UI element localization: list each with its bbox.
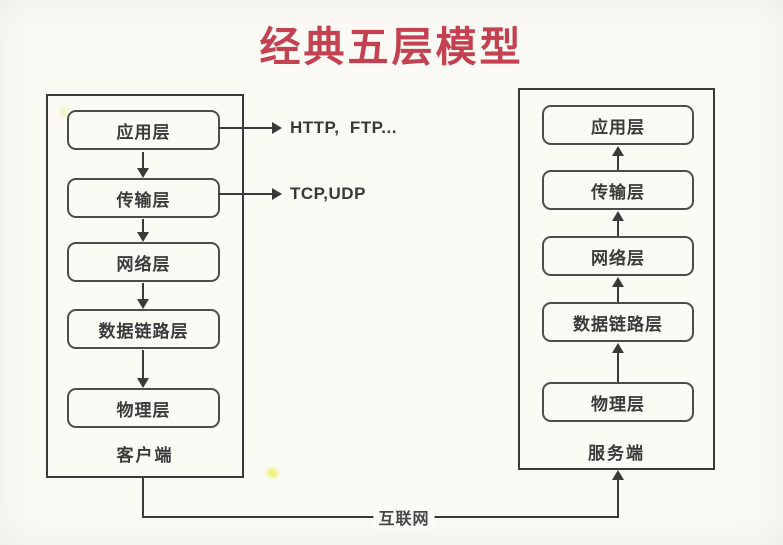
client-layer-application: 应用层 [67, 110, 220, 150]
server-layer-datalink: 数据链路层 [542, 302, 694, 342]
server-layer-application: 应用层 [542, 105, 694, 145]
client-layer-transport: 传输层 [67, 178, 220, 218]
down-arrow-icon [137, 283, 149, 309]
internet-label: 互联网 [373, 505, 435, 529]
client-layer-datalink: 数据链路层 [67, 309, 220, 349]
server-panel-label: 服务端 [588, 444, 645, 463]
client-layer-network: 网络层 [67, 242, 220, 282]
down-arrow-icon [137, 219, 149, 242]
internet-connector-left-segment [142, 478, 144, 518]
client-panel: 应用层 传输层 网络层 数据链路层 物理层 客户端 [46, 94, 244, 478]
server-layer-network: 网络层 [542, 236, 694, 276]
up-arrow-icon [612, 146, 624, 170]
client-panel-label: 客户端 [116, 446, 174, 465]
client-layer-physical: 物理层 [67, 388, 220, 428]
down-arrow-icon [137, 350, 149, 388]
up-arrow-icon [612, 211, 624, 236]
up-arrow-icon [612, 343, 624, 382]
internet-connector-up-arrow-icon [612, 470, 624, 518]
up-arrow-icon [612, 277, 624, 302]
laser-pointer-dot [267, 468, 278, 478]
server-layer-physical: 物理层 [542, 382, 694, 422]
server-layer-transport: 传输层 [542, 170, 694, 210]
right-arrow-icon [218, 122, 282, 134]
server-panel: 应用层 传输层 网络层 数据链路层 物理层 服务端 [518, 88, 715, 470]
transport-protocols-label: TCP,UDP [290, 184, 366, 203]
right-arrow-icon [218, 188, 282, 200]
down-arrow-icon [137, 152, 149, 178]
page-title: 经典五层模型 [259, 24, 524, 70]
laser-pointer-smudge [61, 106, 67, 118]
application-protocols-label: HTTP, FTP... [290, 118, 397, 137]
